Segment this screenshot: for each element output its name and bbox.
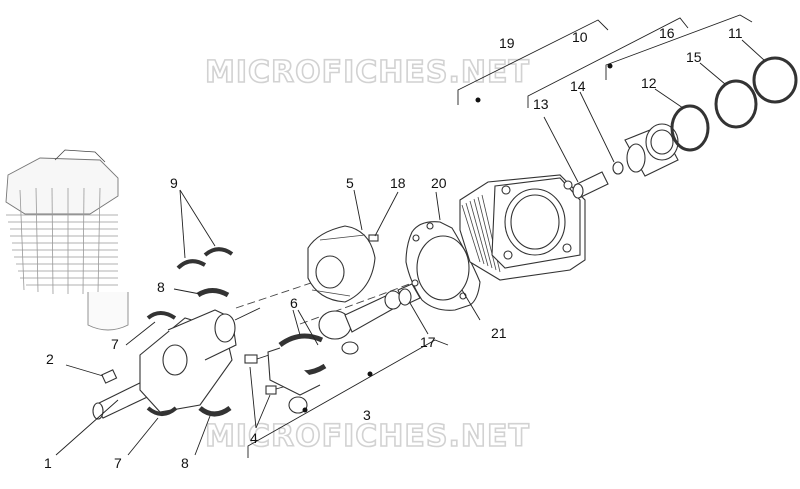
callout-12: 12 xyxy=(641,75,657,91)
callout-21: 21 xyxy=(491,325,507,341)
callout-20: 20 xyxy=(431,175,447,191)
watermark-top: MICROFICHES.NET xyxy=(205,55,530,90)
piston-pin-13 xyxy=(572,171,609,199)
cylinder-19 xyxy=(459,174,586,281)
bracket-19 xyxy=(457,19,609,105)
callout-19: 19 xyxy=(499,35,515,51)
circlip-14 xyxy=(612,161,624,175)
ring-11 xyxy=(752,56,798,104)
callout-10: 10 xyxy=(572,29,588,45)
callout-6: 6 xyxy=(290,295,298,311)
callout-2: 2 xyxy=(46,351,54,367)
kit-dot-10 xyxy=(607,63,613,69)
leader-lines xyxy=(55,39,765,456)
kit-dot-19 xyxy=(475,97,481,103)
kit-dot-3a xyxy=(367,371,373,377)
callout-5: 5 xyxy=(346,175,354,191)
flywheel-5 xyxy=(307,225,376,303)
callout-9: 9 xyxy=(170,175,178,191)
callout-14: 14 xyxy=(570,78,586,94)
bracket-3 xyxy=(247,339,449,458)
callout-15: 15 xyxy=(686,49,702,65)
bushing-17 xyxy=(397,283,421,306)
bracket-10 xyxy=(527,17,689,108)
piston-10 xyxy=(624,123,679,177)
engine-cylinder-ghost xyxy=(5,149,129,331)
cylinder-base-gasket xyxy=(405,221,481,311)
callout-13: 13 xyxy=(533,96,549,112)
centerline-a xyxy=(235,279,321,309)
ring-12 xyxy=(670,104,710,152)
plug-2 xyxy=(101,369,118,384)
callout-8-upper: 8 xyxy=(157,279,165,295)
crankshaft xyxy=(92,307,261,420)
bearing-shells-8-upper xyxy=(146,288,230,320)
callout-18: 18 xyxy=(390,175,406,191)
screw-18 xyxy=(368,234,379,242)
bracket-16 xyxy=(605,14,753,80)
callout-7-lower: 7 xyxy=(114,455,122,471)
callout-1: 1 xyxy=(44,455,52,471)
callout-8-lower: 8 xyxy=(181,455,189,471)
callout-4: 4 xyxy=(250,430,258,446)
kit-dot-3b xyxy=(302,407,308,413)
callout-11: 11 xyxy=(728,25,743,41)
callout-3: 3 xyxy=(363,407,371,423)
callout-16: 16 xyxy=(659,25,675,41)
watermark-bottom: MICROFICHES.NET xyxy=(205,419,530,454)
connecting-rod xyxy=(318,290,402,355)
connecting-rod-cap-6 xyxy=(267,333,327,414)
ring-15 xyxy=(714,79,758,129)
callout-17: 17 xyxy=(420,334,436,350)
bearing-shells-lower xyxy=(146,405,232,417)
callout-7-upper: 7 xyxy=(111,336,119,352)
main-bearing-shells-9 xyxy=(176,247,234,270)
